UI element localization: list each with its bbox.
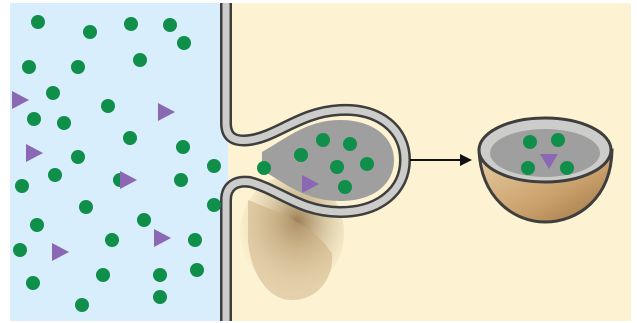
- circle-molecule-icon: [31, 15, 45, 29]
- circle-molecule-icon: [79, 200, 93, 214]
- circle-molecule-icon: [176, 140, 190, 154]
- circle-molecule-icon: [48, 168, 62, 182]
- circle-molecule-icon: [343, 137, 357, 151]
- circle-molecule-icon: [163, 18, 177, 32]
- circle-molecule-icon: [521, 161, 535, 175]
- circle-molecule-icon: [71, 150, 85, 164]
- circle-molecule-icon: [96, 268, 110, 282]
- circle-molecule-icon: [13, 243, 27, 257]
- circle-molecule-icon: [105, 233, 119, 247]
- circle-molecule-icon: [188, 233, 202, 247]
- circle-molecule-icon: [123, 131, 137, 145]
- circle-molecule-icon: [153, 290, 167, 304]
- circle-molecule-icon: [190, 263, 204, 277]
- circle-molecule-icon: [207, 198, 221, 212]
- circle-molecule-icon: [101, 99, 115, 113]
- circle-molecule-icon: [75, 298, 89, 312]
- circle-molecule-icon: [174, 173, 188, 187]
- circle-molecule-icon: [57, 116, 71, 130]
- circle-molecule-icon: [207, 159, 221, 173]
- circle-molecule-icon: [257, 161, 271, 175]
- circle-molecule-icon: [360, 157, 374, 171]
- circle-molecule-icon: [15, 179, 29, 193]
- circle-molecule-icon: [71, 60, 85, 74]
- vesicle-cup-lumen: [490, 129, 600, 177]
- circle-molecule-icon: [30, 218, 44, 232]
- circle-molecule-icon: [523, 135, 537, 149]
- circle-molecule-icon: [560, 161, 574, 175]
- circle-molecule-icon: [26, 276, 40, 290]
- circle-molecule-icon: [330, 160, 344, 174]
- circle-molecule-icon: [137, 213, 151, 227]
- circle-molecule-icon: [338, 180, 352, 194]
- circle-molecule-icon: [83, 25, 97, 39]
- circle-molecule-icon: [294, 148, 308, 162]
- circle-molecule-icon: [46, 86, 60, 100]
- circle-molecule-icon: [124, 17, 138, 31]
- circle-molecule-icon: [316, 133, 330, 147]
- circle-molecule-icon: [133, 53, 147, 67]
- circle-molecule-icon: [22, 60, 36, 74]
- circle-molecule-icon: [551, 133, 565, 147]
- circle-molecule-icon: [153, 268, 167, 282]
- circle-molecule-icon: [27, 112, 41, 126]
- circle-molecule-icon: [177, 36, 191, 50]
